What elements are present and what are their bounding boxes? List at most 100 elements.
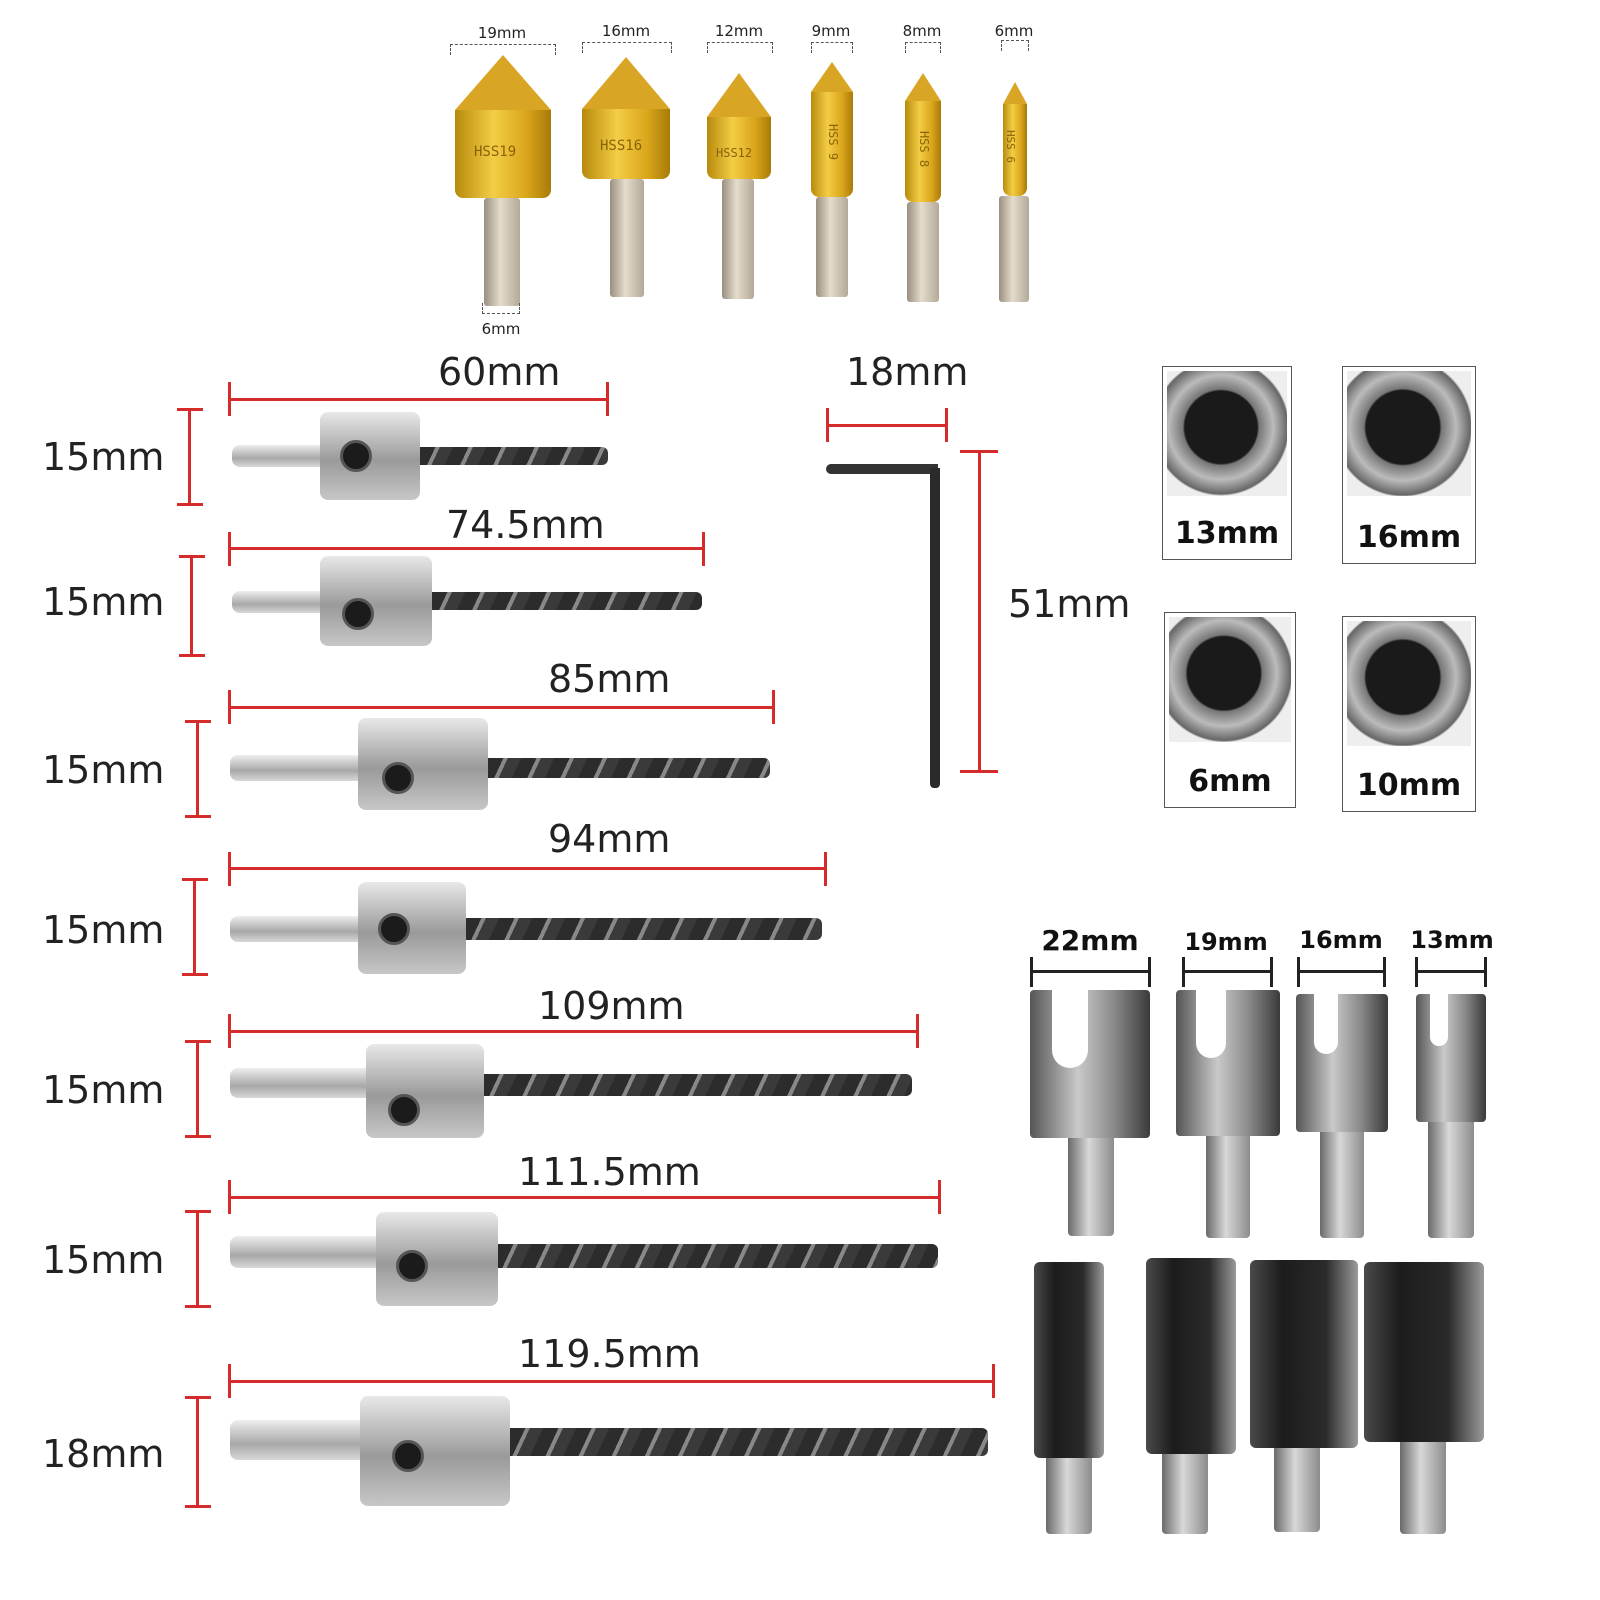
plug-shank [1162,1454,1208,1534]
countersink-engraving: HSS12 [716,146,753,160]
cutter-slot [1314,994,1338,1054]
set-screw-icon [378,913,410,945]
bit-shank [230,1068,370,1098]
plug-cutter-side [1250,1260,1358,1448]
measure-tick [824,852,827,886]
twist-drill [510,1428,988,1456]
countersink-engraving: HSS19 [474,144,517,160]
measure-tick [185,815,211,818]
bit-length-label: 109mm [538,984,685,1028]
hex-key-length-label: 51mm [1008,582,1131,626]
shank-size-label: 6mm [481,320,521,338]
set-screw-icon [396,1250,428,1282]
countersink-head [1003,104,1027,196]
bit-length-label: 119.5mm [518,1332,701,1376]
bit-collar [320,556,432,646]
bit-length-line [228,706,774,709]
bit-collar [376,1212,498,1306]
hex-shank [907,202,939,302]
dimension-line [1298,970,1386,973]
bit-length-label: 94mm [548,817,671,861]
countersink-engraving: HSS 9 [826,123,841,161]
measure-tick [177,408,203,411]
dimension-bracket [707,42,773,53]
measure-tick [228,1364,231,1398]
hex-key-length-line [978,452,981,772]
collar-height-label: 15mm [42,908,165,952]
countersink-head [582,109,670,179]
countersink-head [905,101,941,202]
dimension-bracket [482,303,520,314]
countersink-diameter-label: 12mm [714,22,764,40]
measure-tick [182,878,208,881]
bit-shank [232,445,322,467]
countersink-engraving: HSS 6 [1004,129,1018,164]
collar-height-label: 15mm [42,1238,165,1282]
measure-tick [228,382,231,416]
collar-height-line [193,880,196,976]
hex-shank [722,179,754,299]
measure-tick [1270,957,1273,987]
countersink-head [811,92,853,197]
measure-tick [1182,957,1185,987]
measure-tick [182,973,208,976]
bit-length-line [228,398,608,401]
closeup-image [1347,621,1471,746]
plug-shank [1068,1138,1114,1236]
bit-shank [230,1236,380,1268]
plug-shank [1428,1122,1474,1238]
set-screw-icon [382,762,414,794]
set-screw-icon [392,1440,424,1472]
countersink-diameter-label: 19mm [477,24,527,42]
plug-cutter [1030,990,1150,1138]
measure-tick [228,1180,231,1214]
hex-shank [816,197,848,297]
measure-tick [185,1505,211,1508]
bit-length-label: 74.5mm [446,503,605,547]
dimension-line [1183,970,1273,973]
dimension-line [1032,970,1150,973]
countersink-diameter-label: 16mm [601,22,651,40]
countersink-engraving: HSS 8 [917,130,932,168]
measure-tick [606,382,609,416]
measure-tick [1383,957,1386,987]
measure-tick [938,1180,941,1214]
cutter-slot [1052,990,1088,1068]
collar-height-line [196,1042,199,1138]
collar-height-line [188,410,191,506]
hex-key-width-label: 18mm [846,350,969,394]
measure-tick [185,1305,211,1308]
plug-cutter-side [1364,1262,1484,1442]
collar-height-label: 18mm [42,1432,165,1476]
countersink-cone [707,73,771,117]
twist-drill [488,758,770,778]
dimension-line [1416,970,1486,973]
hex-shank [999,196,1029,302]
collar-height-label: 15mm [42,580,165,624]
countersink-diameter-label: 8mm [902,22,942,40]
plug-cutter-side [1146,1258,1236,1454]
measure-tick [960,770,998,773]
measure-tick [185,1135,211,1138]
measure-tick [916,1014,919,1048]
plug-cutter [1176,990,1280,1136]
measure-tick [185,1210,211,1213]
measure-tick [228,1014,231,1048]
closeup-card: 6mm [1164,612,1296,808]
hex-key-width-line [826,424,948,427]
bit-length-label: 111.5mm [518,1150,701,1194]
measure-tick [177,503,203,506]
twist-drill [498,1244,938,1268]
measure-tick [1415,957,1418,987]
closeup-label: 6mm [1188,764,1272,799]
collar-height-label: 15mm [42,748,165,792]
bit-length-label: 60mm [438,350,561,394]
twist-drill [484,1074,912,1096]
set-screw-icon [388,1094,420,1126]
closeup-image [1169,617,1291,742]
bit-length-line [228,547,704,550]
plug-shank [1046,1458,1092,1534]
bit-length-line [228,867,826,870]
measure-tick [702,532,705,566]
closeup-card: 16mm [1342,366,1476,564]
